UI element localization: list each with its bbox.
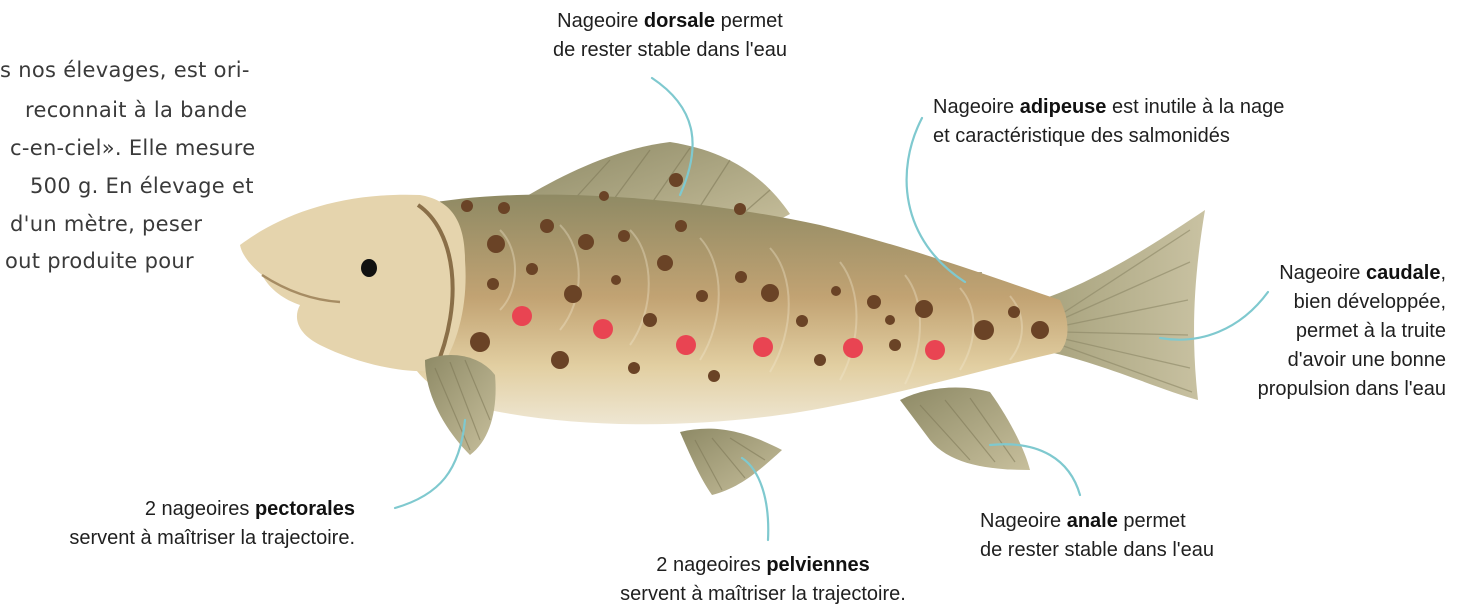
label-caudale: Nageoire caudale, bien développée, perme…	[1258, 259, 1446, 404]
label-anale-bold: anale	[1067, 510, 1118, 532]
label-pelviennes-bold: pelviennes	[766, 554, 869, 576]
label-pectorales-bold: pectorales	[255, 498, 355, 520]
label-dorsale: Nageoire dorsale permet de rester stable…	[525, 7, 815, 65]
label-adipeuse-bold: adipeuse	[1020, 96, 1107, 118]
anal-fin	[900, 387, 1030, 470]
eye	[361, 259, 377, 277]
label-pectorales: 2 nageoires pectorales servent à maîtris…	[69, 495, 355, 553]
label-caudale-bold: caudale	[1366, 262, 1440, 284]
caudal-fin	[1040, 210, 1205, 400]
label-pelviennes: 2 nageoires pelviennes servent à maîtris…	[588, 551, 938, 609]
label-adipeuse: Nageoire adipeuse est inutile à la nage …	[933, 93, 1284, 151]
label-anale: Nageoire anale permet de rester stable d…	[980, 507, 1214, 565]
label-dorsale-bold: dorsale	[644, 10, 715, 32]
